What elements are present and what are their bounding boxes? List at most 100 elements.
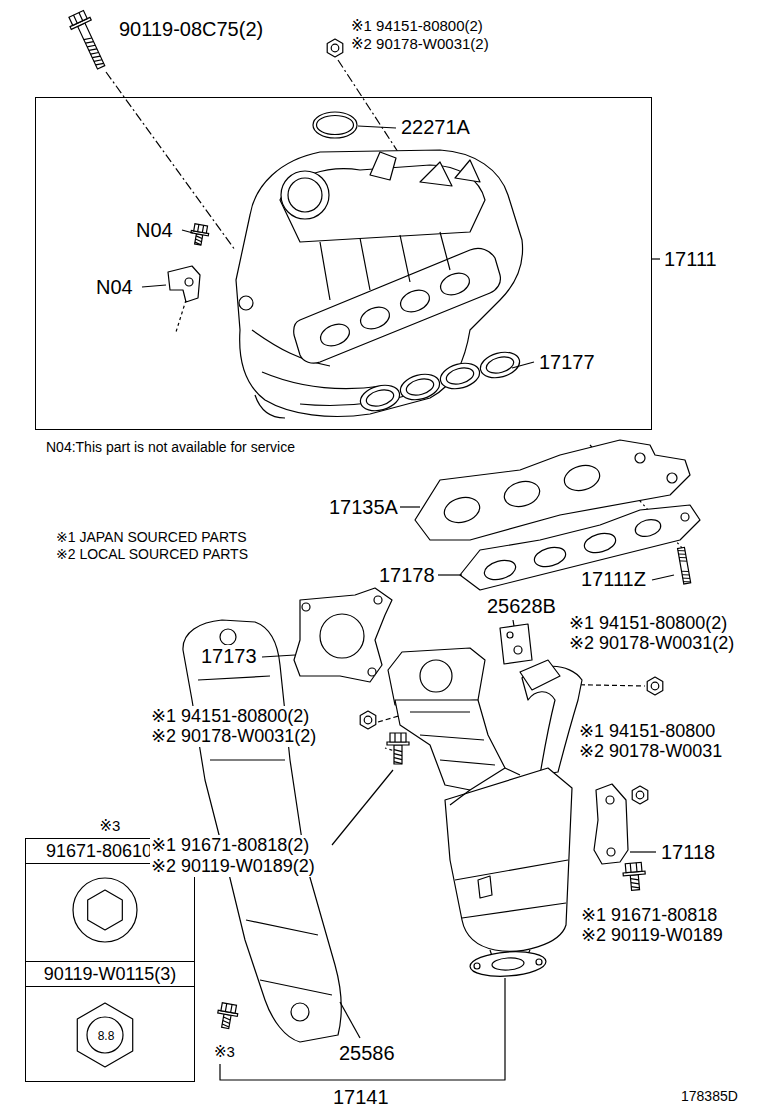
insulator-hole	[562, 462, 603, 494]
bolt-outline	[222, 1017, 231, 1027]
callout-number: 17141	[332, 1086, 390, 1109]
gasket-bolt-hole	[368, 668, 376, 676]
gasket-hole	[365, 387, 396, 409]
assembly-bracket	[220, 978, 505, 1080]
converter-tab	[478, 876, 492, 898]
bolt-outline	[225, 1004, 232, 1013]
gasket-bolt-hole	[302, 603, 310, 611]
part-number: ※2 LOCAL SOURCED PARTS	[55, 546, 249, 562]
nut-symbol	[360, 711, 376, 729]
bolt-grade-circle	[87, 1017, 123, 1053]
nut-hole	[636, 791, 644, 799]
gasket-outline	[398, 370, 443, 404]
manifold-bolt-boss	[239, 296, 253, 310]
stud-outline	[678, 547, 691, 584]
nut-hole	[651, 682, 659, 690]
callout-number: N04	[136, 219, 173, 242]
gasket-outline	[438, 359, 483, 393]
stay-bracket	[594, 784, 628, 864]
stay-hole	[607, 848, 615, 856]
gasket-hole	[405, 376, 436, 398]
part-number: ※2 90119-W0189	[580, 925, 724, 946]
bolt-outline	[390, 733, 406, 742]
gasket-hole	[514, 646, 522, 654]
gasket-hole	[320, 614, 364, 658]
leader-line	[142, 285, 166, 287]
part-number: ※1 94151-80800	[578, 721, 716, 742]
exhaust-pipe-flange	[520, 660, 560, 690]
assembly-group-box: 22271AN04N0417177	[35, 97, 652, 430]
part-number: ※1 91671-80818(2)	[150, 835, 310, 856]
bolt-outline	[69, 10, 87, 25]
manifold-lip	[255, 395, 285, 418]
gasket-bolt-hole	[681, 513, 689, 521]
leader-line	[513, 620, 514, 626]
callout-number: 17177	[539, 351, 595, 374]
table-rule	[26, 986, 194, 987]
insulator-hole	[442, 494, 483, 526]
converter-band	[455, 860, 568, 918]
bolt-outline	[395, 733, 401, 742]
assembly-line	[176, 300, 186, 332]
bolt-outline	[195, 234, 203, 245]
insulator-bolt-hole	[635, 453, 645, 463]
callout-number: 90119-08C75(2)	[118, 18, 264, 41]
insulator-hole	[220, 629, 236, 645]
manifold-flange	[294, 248, 501, 363]
callout-number: 17135A	[328, 496, 399, 519]
heat-shield-rib	[410, 712, 495, 765]
outlet-bore	[492, 957, 525, 971]
bolt-symbol	[622, 862, 646, 891]
gasket-outline	[358, 381, 403, 415]
bolt-outline	[194, 224, 208, 233]
outlet-bolt-hole	[474, 963, 480, 969]
assembly-line	[106, 72, 235, 250]
sensor-port	[185, 278, 193, 286]
outlet-flange	[469, 949, 546, 978]
part-number: ※2 90178-W0031	[578, 741, 723, 762]
manifold-port	[357, 303, 392, 333]
gasket-hole	[532, 544, 568, 570]
stud-thread	[678, 549, 691, 583]
gasket-ring-inner	[317, 116, 354, 135]
part-number: ※2 90178-W0031(2)	[568, 633, 735, 654]
nut-symbol	[647, 677, 663, 695]
callout-number: 22271A	[401, 116, 470, 139]
bolt-outline	[78, 23, 105, 69]
catalytic-converter	[445, 768, 572, 951]
leader-line	[332, 770, 393, 845]
bolt-outline	[221, 1003, 237, 1013]
table-cell: 90119-W0115(3)8.8	[26, 961, 194, 1083]
manifold-runner	[262, 372, 382, 389]
manifold-rib	[320, 232, 450, 300]
gasket-hole	[445, 365, 476, 387]
table-header: 90119-W0115(3)	[44, 964, 176, 985]
callout-number: N04	[96, 276, 133, 299]
nut-symbol	[327, 39, 343, 57]
manifold-body	[236, 150, 523, 416]
nut-symbol	[632, 786, 648, 804]
bolt-symbol	[215, 1002, 239, 1029]
bolt-outline	[630, 863, 637, 872]
exhaust-port	[420, 660, 452, 692]
gasket-hole	[633, 517, 662, 539]
leader-line	[358, 126, 396, 128]
bolt-outline	[394, 745, 402, 764]
bolt-outline	[625, 862, 642, 872]
manifold-port	[437, 269, 472, 299]
part-number: ※2 90178-W0031(2)	[350, 35, 490, 52]
leader-line	[652, 575, 674, 580]
flange-bolt-head-icon	[73, 878, 137, 942]
hex-bolt-head-icon	[77, 1003, 132, 1067]
insulator-hole	[291, 1003, 309, 1021]
stay-hole	[606, 796, 614, 804]
part-number: ※3	[213, 1043, 236, 1060]
outlet-bolt-hole	[536, 959, 542, 965]
nut-hole	[331, 44, 339, 52]
bolt-outline	[394, 750, 402, 764]
insulator-hole	[502, 478, 543, 510]
callout-number: 17173	[200, 645, 258, 668]
bolt-outline	[84, 36, 104, 67]
gasket-hole	[582, 530, 618, 556]
gasket-plate	[500, 624, 532, 664]
